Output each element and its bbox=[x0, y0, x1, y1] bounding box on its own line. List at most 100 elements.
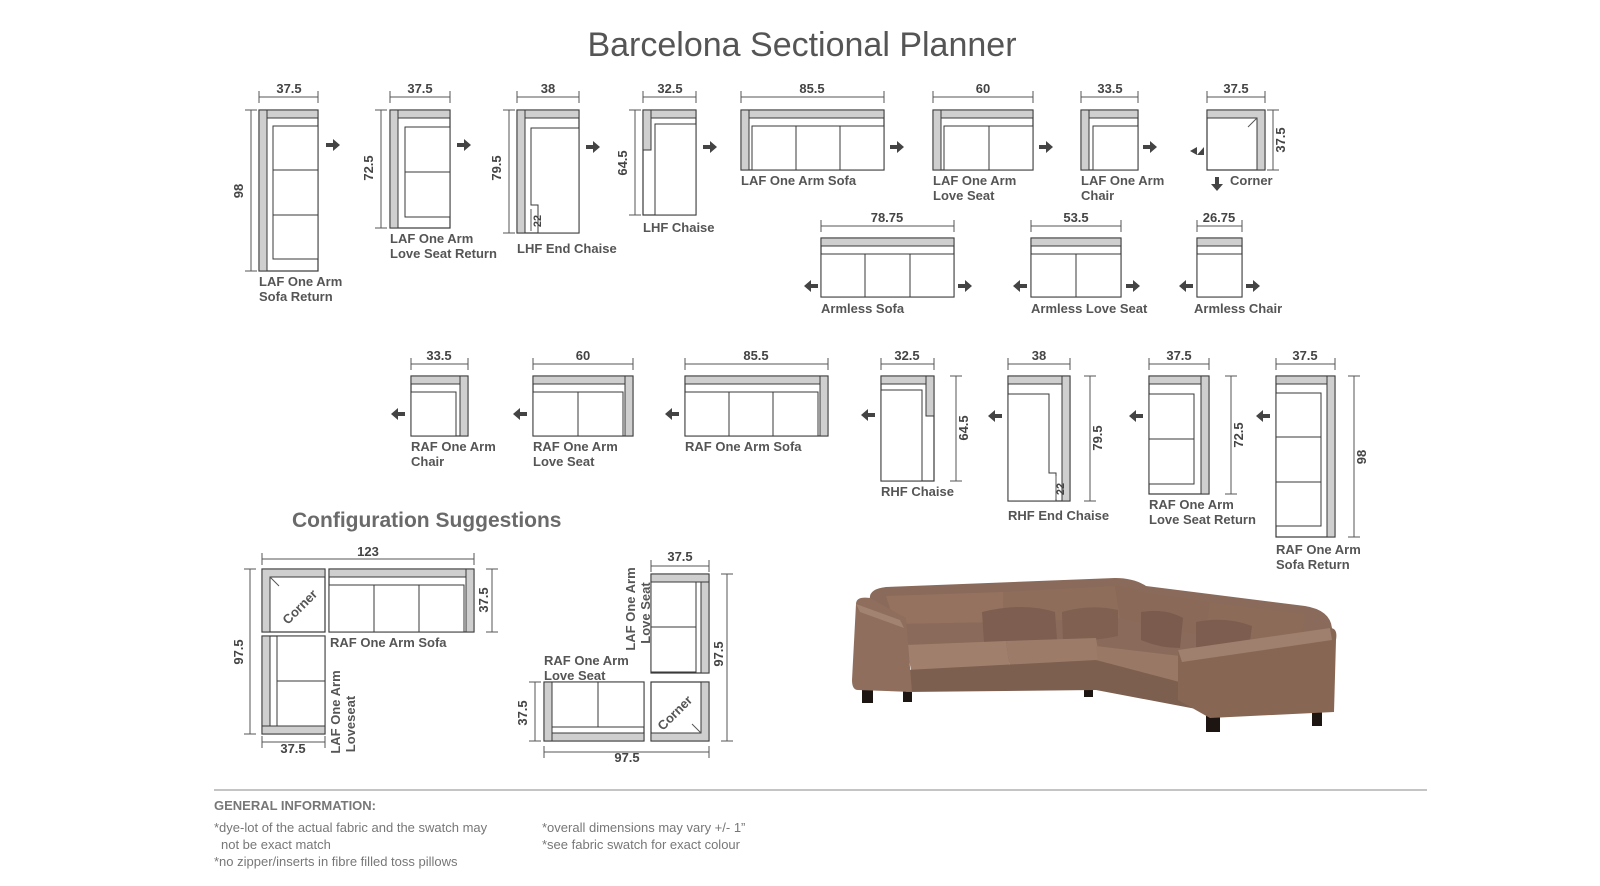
laf-loveseat-return-depth: 72.5 bbox=[361, 155, 376, 180]
config2-width-bottom: 97.5 bbox=[614, 750, 639, 765]
raf-loveseat-return-label-2: Love Seat Return bbox=[1149, 512, 1256, 527]
rhf-end-chaise-inner: 22 bbox=[1055, 483, 1067, 495]
raf-loveseat-return-depth: 72.5 bbox=[1231, 422, 1246, 447]
laf-sofa-return-label-2: Sofa Return bbox=[259, 289, 333, 304]
rhf-chaise-label: RHF Chaise bbox=[881, 484, 954, 499]
raf-sofa-return-depth: 98 bbox=[1354, 450, 1369, 464]
piece-lhf-end-chaise: 38 79.5 22 LHF End Chaise bbox=[489, 81, 617, 256]
laf-chair-label-1: LAF One Arm bbox=[1081, 173, 1164, 188]
raf-loveseat-return-width: 37.5 bbox=[1166, 348, 1191, 363]
laf-sofa-return-depth: 98 bbox=[231, 184, 246, 198]
laf-loveseat-label-2: Love Seat bbox=[933, 188, 995, 203]
laf-loveseat-return-label-1: LAF One Arm bbox=[390, 231, 473, 246]
general-info-note1-line2: not be exact match bbox=[221, 837, 331, 852]
laf-loveseat-label-1: LAF One Arm bbox=[933, 173, 1016, 188]
config-title: Configuration Suggestions bbox=[292, 509, 561, 532]
raf-sofa-return-label-2: Sofa Return bbox=[1276, 557, 1350, 572]
piece-armless-sofa: 78.75 Armless Sofa bbox=[804, 210, 972, 316]
piece-armless-chair: 26.75 Armless Chair bbox=[1179, 210, 1282, 316]
lhf-end-chaise-inner: 22 bbox=[532, 215, 544, 227]
piece-raf-loveseat: 60 RAF One Arm Love Seat bbox=[513, 348, 634, 469]
config2-height-left: 37.5 bbox=[515, 700, 530, 725]
raf-chair-label-2: Chair bbox=[411, 454, 444, 469]
rhf-end-chaise-label: RHF End Chaise bbox=[1008, 508, 1109, 523]
piece-corner: 37.5 37.5 Corner bbox=[1190, 81, 1288, 191]
laf-sofa-return-width: 37.5 bbox=[276, 81, 301, 96]
piece-rhf-end-chaise: 38 79.5 22 RHF End Chaise bbox=[988, 348, 1109, 523]
piece-laf-loveseat-return: 37.5 72.5 LAF One Arm Love Seat Return bbox=[361, 81, 497, 261]
piece-laf-sofa: 85.5 LAF One Arm Sofa bbox=[740, 81, 904, 188]
corner-depth: 37.5 bbox=[1273, 127, 1288, 152]
lhf-chaise-width: 32.5 bbox=[657, 81, 682, 96]
raf-sofa-return-width: 37.5 bbox=[1292, 348, 1317, 363]
config1-loveseat-label-2: Loveseat bbox=[343, 695, 358, 752]
piece-rhf-chaise: 32.5 64.5 RHF Chaise bbox=[861, 348, 971, 499]
raf-loveseat-label-1: RAF One Arm bbox=[533, 439, 618, 454]
raf-loveseat-width: 60 bbox=[576, 348, 590, 363]
laf-chair-label-2: Chair bbox=[1081, 188, 1114, 203]
rhf-chaise-depth: 64.5 bbox=[956, 415, 971, 440]
config2-width-top: 37.5 bbox=[667, 549, 692, 564]
rhf-chaise-width: 32.5 bbox=[894, 348, 919, 363]
general-info-note4: *see fabric swatch for exact colour bbox=[542, 837, 741, 852]
raf-loveseat-label-2: Love Seat bbox=[533, 454, 595, 469]
config1-height-left: 97.5 bbox=[231, 639, 246, 664]
armless-chair-width: 26.75 bbox=[1203, 210, 1236, 225]
piece-laf-sofa-return: 37.5 98 LAF One Arm Sofa Return bbox=[231, 81, 342, 304]
lhf-chaise-depth: 64.5 bbox=[615, 150, 630, 175]
config2-top-loveseat-label-1: LAF One Arm bbox=[623, 567, 638, 650]
laf-loveseat-return-label-2: Love Seat Return bbox=[390, 246, 497, 261]
lhf-end-chaise-label: LHF End Chaise bbox=[517, 241, 617, 256]
armless-chair-label: Armless Chair bbox=[1194, 301, 1282, 316]
sofa-photo bbox=[852, 578, 1337, 732]
config1-width: 123 bbox=[357, 544, 379, 559]
lhf-end-chaise-depth: 79.5 bbox=[489, 155, 504, 180]
piece-laf-chair: 33.5 LAF One Arm Chair bbox=[1080, 81, 1164, 203]
armless-sofa-width: 78.75 bbox=[871, 210, 904, 225]
piece-raf-loveseat-return: 37.5 72.5 RAF One Arm Love Seat Return bbox=[1129, 348, 1256, 527]
general-info-note2: *no zipper/inserts in fibre filled toss … bbox=[214, 854, 458, 869]
raf-loveseat-return-label-1: RAF One Arm bbox=[1149, 497, 1234, 512]
raf-sofa-label: RAF One Arm Sofa bbox=[685, 439, 802, 454]
config1-sofa-label: RAF One Arm Sofa bbox=[330, 635, 447, 650]
config-2: 37.5 97.5 37.5 97.5 LAF One Arm Love Sea… bbox=[515, 549, 733, 765]
config2-loveseat-label-1: RAF One Arm bbox=[544, 653, 629, 668]
piece-lhf-chaise: 32.5 64.5 LHF Chaise bbox=[615, 81, 717, 235]
laf-sofa-label: LAF One Arm Sofa bbox=[741, 173, 857, 188]
general-info-note1-line1: *dye-lot of the actual fabric and the sw… bbox=[214, 820, 488, 835]
armless-sofa-label: Armless Sofa bbox=[821, 301, 905, 316]
config2-height-right: 97.5 bbox=[711, 641, 726, 666]
config1-depth-right: 37.5 bbox=[476, 587, 491, 612]
raf-sofa-width: 85.5 bbox=[743, 348, 768, 363]
piece-raf-sofa: 85.5 RAF One Arm Sofa bbox=[665, 348, 829, 454]
laf-loveseat-return-width: 37.5 bbox=[407, 81, 432, 96]
piece-raf-chair: 33.5 RAF One Arm Chair bbox=[391, 348, 496, 469]
laf-loveseat-width: 60 bbox=[976, 81, 990, 96]
config1-loveseat-label-1: LAF One Arm bbox=[328, 670, 343, 753]
laf-chair-width: 33.5 bbox=[1097, 81, 1122, 96]
general-info-note3: *overall dimensions may vary +/- 1” bbox=[542, 820, 745, 835]
laf-sofa-return-label-1: LAF One Arm bbox=[259, 274, 342, 289]
rhf-end-chaise-depth: 79.5 bbox=[1090, 425, 1105, 450]
config-1: 123 37.5 97.5 37.5 Corner RAF One Arm So… bbox=[231, 544, 498, 756]
piece-raf-sofa-return: 37.5 98 RAF One Arm Sofa Return bbox=[1256, 348, 1369, 572]
raf-chair-label-1: RAF One Arm bbox=[411, 439, 496, 454]
raf-sofa-return-label-1: RAF One Arm bbox=[1276, 542, 1361, 557]
raf-chair-width: 33.5 bbox=[426, 348, 451, 363]
corner-width: 37.5 bbox=[1223, 81, 1248, 96]
general-info-heading: GENERAL INFORMATION: bbox=[214, 798, 376, 813]
corner-label: Corner bbox=[1230, 173, 1273, 188]
piece-laf-loveseat: 60 LAF One Arm Love Seat bbox=[932, 81, 1053, 203]
armless-loveseat-width: 53.5 bbox=[1063, 210, 1088, 225]
config2-loveseat-label-2: Love Seat bbox=[544, 668, 606, 683]
laf-sofa-width: 85.5 bbox=[799, 81, 824, 96]
config2-top-loveseat-label-2: Love Seat bbox=[638, 582, 653, 644]
lhf-chaise-label: LHF Chaise bbox=[643, 220, 715, 235]
piece-armless-loveseat: 53.5 Armless Love Seat bbox=[1013, 210, 1148, 316]
config1-width-bottom: 37.5 bbox=[280, 741, 305, 756]
rhf-end-chaise-width: 38 bbox=[1032, 348, 1046, 363]
armless-loveseat-label: Armless Love Seat bbox=[1031, 301, 1148, 316]
page-title: Barcelona Sectional Planner bbox=[587, 26, 1016, 64]
lhf-end-chaise-width: 38 bbox=[541, 81, 555, 96]
